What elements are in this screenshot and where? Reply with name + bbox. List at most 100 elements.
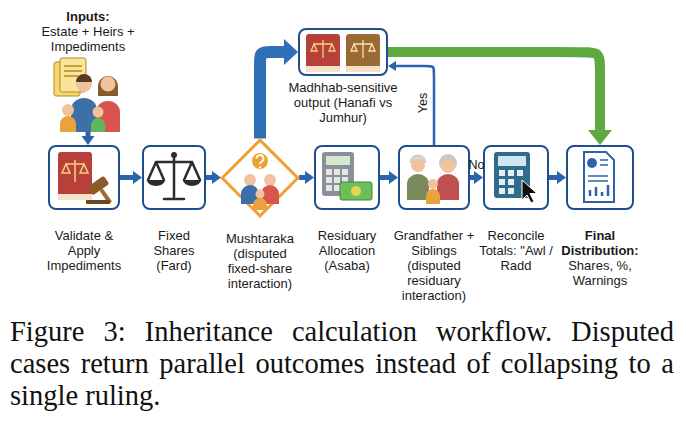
report-document-icon: [584, 152, 614, 202]
node-label: Fixed Shares (Fard): [144, 228, 204, 273]
inputs-illustration: [54, 58, 120, 132]
family-question-icon: [264, 174, 276, 186]
grandparents-icon: [411, 158, 425, 172]
inputs-illustration: [96, 101, 120, 132]
node-text: Shares, %, Warnings: [558, 258, 642, 288]
inputs-illustration: [101, 77, 116, 92]
madhhab-books-icon: [306, 66, 340, 72]
node-label: Residuary Allocation (Asaba): [312, 228, 382, 273]
law-book-gavel-icon: [100, 188, 112, 203]
balance-scale-icon: [171, 152, 177, 158]
node-text: Mushtaraka (disputed fixed-share interac…: [220, 231, 300, 291]
grandparents-icon: [428, 179, 438, 189]
output-box: Final Distribution:Shares, %, Warnings: [566, 145, 634, 210]
edge-label: Yes: [416, 92, 430, 112]
calculator-money-icon: [322, 152, 354, 196]
flow-arrow: [206, 175, 212, 180]
calculator-cursor-icon: [498, 156, 526, 166]
report-document-icon: [590, 185, 608, 196]
flow-arrow: [396, 66, 434, 145]
report-document-icon: [584, 152, 614, 202]
node-label: Mushtaraka (disputed fixed-share interac…: [220, 231, 300, 291]
grandparents-icon: [441, 159, 455, 173]
family-question-icon: [259, 166, 261, 168]
grandparents-icon: [411, 156, 425, 163]
inputs-illustration: [91, 118, 105, 132]
calculator-money-icon: [326, 156, 350, 165]
node-text: Estate + Heirs + Impediments: [36, 24, 140, 54]
calculator-cursor-icon: [494, 152, 530, 198]
node-text: Fixed Shares (Fard): [144, 228, 204, 273]
inputs-illustration: [93, 107, 104, 118]
node-text: Inputs:: [36, 9, 140, 24]
grandparents-icon: [426, 189, 440, 204]
grandparents-icon: [439, 154, 457, 172]
family-question-icon: [252, 153, 268, 169]
madhhab-books-icon: [346, 66, 380, 72]
law-book-gavel-icon: [58, 194, 92, 200]
node-text: Madhhab-sensitive output (Hanafi vs Jumh…: [286, 80, 400, 125]
family-question-icon: [253, 198, 267, 210]
node-label: Inputs:Estate + Heirs + Impediments: [36, 9, 140, 54]
node-label: Madhhab-sensitive output (Hanafi vs Jumh…: [286, 80, 400, 125]
calculator-money-icon: [351, 186, 361, 196]
law-book-gavel-icon: [58, 152, 119, 208]
flow-arrow: [549, 175, 557, 180]
calculator-cursor-icon: [522, 180, 537, 203]
family-question-icon: [241, 185, 259, 204]
law-book-gavel-icon: [87, 176, 109, 196]
balance-scale-icon: [147, 180, 201, 186]
inputs-illustration: [76, 74, 92, 82]
calculator-money-icon: [340, 182, 372, 200]
decision-box: Grandfather + Siblings (disputed residua…: [398, 145, 470, 210]
balance-scale-icon: [148, 155, 200, 199]
madhhab-books-icon: [306, 34, 380, 72]
inputs-illustration: [60, 58, 86, 92]
node-text: Residuary Allocation (Asaba): [312, 228, 382, 273]
node-text: Validate & Apply Impediments: [44, 228, 124, 273]
family-question-icon: [261, 185, 279, 204]
calculator-money-icon: [326, 169, 348, 191]
node-text: Final Distribution:: [558, 228, 642, 258]
family-question-icon: [241, 153, 279, 210]
inputs-illustration: [71, 98, 97, 132]
calculator-cursor-icon: [494, 152, 537, 203]
madhhab-books-icon: [311, 40, 335, 58]
inputs-illustration: [62, 104, 74, 116]
flow-arrow: [260, 52, 284, 139]
law-book-gavel-icon: [58, 152, 92, 200]
flow-arrow: [388, 52, 600, 130]
output-box: Madhhab-sensitive output (Hanafi vs Jumh…: [298, 28, 388, 76]
grandparents-icon: [407, 154, 459, 204]
flow-arrow: [380, 175, 389, 180]
diamond-outline: [221, 139, 299, 217]
inputs-illustration: [98, 76, 118, 96]
family-question-icon: [256, 190, 265, 199]
flow-arrow: [86, 132, 91, 136]
flow-arrow: [470, 175, 474, 180]
law-book-gavel-icon: [87, 176, 118, 209]
law-book-gavel-icon: [62, 160, 88, 182]
node-label: Validate & Apply Impediments: [44, 228, 124, 273]
decision-diamond: Mushtaraka (disputed fixed-share interac…: [221, 139, 299, 217]
inputs-illustration: [60, 116, 76, 132]
balance-scale-icon: [147, 152, 201, 199]
report-document-icon: [588, 160, 608, 181]
process-box: Validate & Apply Impediments: [48, 145, 120, 210]
node-label: Final Distribution:Shares, %, Warnings: [558, 228, 642, 288]
grandparents-icon: [407, 174, 429, 200]
madhhab-books-icon: [306, 34, 340, 72]
process-box: Residuary Allocation (Asaba): [314, 145, 380, 210]
report-document-icon: [587, 158, 597, 168]
figure-caption: Figure 3: Inheritance calculation workfl…: [10, 316, 674, 412]
grandparents-icon: [437, 174, 459, 200]
inputs-illustration: [54, 62, 80, 96]
node-text: Reconcile Totals: "Awl / Radd: [474, 228, 558, 273]
family-question-icon: [244, 174, 256, 186]
family-question-icon: [257, 155, 264, 164]
inputs-illustration: [76, 76, 92, 92]
process-box: Reconcile Totals: "Awl / Radd: [483, 145, 549, 210]
calculator-money-icon: [322, 152, 372, 200]
madhhab-books-icon: [346, 34, 380, 72]
